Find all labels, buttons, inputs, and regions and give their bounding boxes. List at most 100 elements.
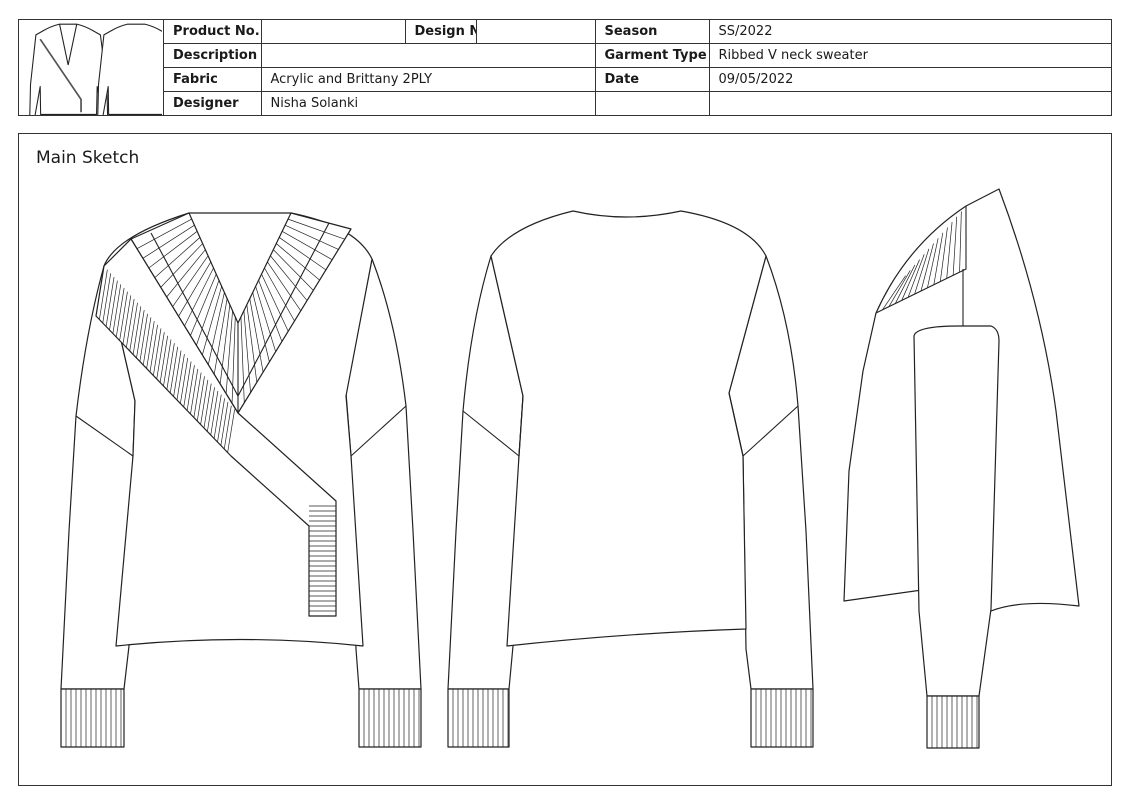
rib-line: [225, 310, 233, 394]
rib-line: [166, 343, 175, 390]
rib-line: [122, 295, 132, 345]
back-view: [447, 210, 814, 748]
rib-line: [210, 390, 219, 436]
rib-line: [284, 224, 339, 250]
rib-line: [920, 243, 934, 292]
rib-line: [952, 216, 958, 276]
rib-line: [200, 379, 209, 425]
rib-line: [115, 287, 125, 338]
rib-line: [132, 306, 142, 355]
rib-line: [196, 280, 220, 346]
spec-table: Product No. Design No. Season SS/2022 De…: [164, 20, 1111, 115]
rib-line: [258, 280, 283, 342]
rib-line: [172, 255, 209, 307]
rib-line: [193, 372, 202, 418]
rib-line: [249, 298, 264, 373]
rib-line: [129, 302, 138, 352]
rib-line: [136, 310, 145, 359]
side-view: [843, 188, 1080, 749]
rib-line: [190, 273, 217, 336]
rib-line: [149, 324, 158, 373]
rib-line: [126, 299, 135, 348]
rib-line: [148, 231, 198, 269]
rib-line: [112, 284, 122, 334]
rib-line: [279, 237, 327, 271]
rib-line: [946, 222, 953, 279]
rib-line: [190, 368, 199, 415]
rib-line: [207, 292, 225, 365]
rib-line: [939, 227, 948, 282]
rib-line: [933, 232, 944, 285]
rib-line: [136, 218, 192, 249]
rib-line: [213, 394, 222, 439]
rib-line: [264, 267, 295, 322]
designer-value: Nisha Solanki: [260, 91, 596, 115]
empty-cell: [594, 91, 710, 115]
rib-line: [99, 269, 108, 320]
rib-line: [153, 328, 162, 376]
rib-line: [159, 335, 168, 383]
rib-line: [142, 224, 195, 259]
garment-type-label: Garment Type: [594, 43, 710, 68]
thumbnail-sketch: [19, 20, 177, 131]
rib-line: [183, 361, 192, 408]
fabric-label: Fabric: [164, 67, 262, 92]
description-label: Description: [164, 43, 262, 68]
product-no-label: Product No.: [164, 20, 262, 44]
fabric-value: Acrylic and Brittany 2PLY: [260, 67, 596, 92]
garment-type-value: Ribbed V neck sweater: [708, 43, 1111, 68]
date-label: Date: [594, 67, 710, 92]
rib-line: [105, 276, 115, 327]
rib-line: [914, 248, 930, 295]
rib-line: [267, 261, 302, 311]
spec-header: Product No. Design No. Season SS/2022 De…: [18, 19, 1112, 131]
rib-line: [246, 304, 258, 383]
rib-line: [219, 304, 231, 385]
rib-line: [255, 286, 277, 352]
design-no-value: [475, 20, 596, 44]
rib-line: [160, 243, 203, 288]
rib-line: [243, 310, 251, 393]
rib-line: [203, 383, 212, 429]
rib-line: [240, 316, 245, 403]
rib-line: [888, 270, 911, 307]
season-value: SS/2022: [708, 20, 1111, 44]
front-view: [60, 212, 422, 748]
main-sketch-panel: Main Sketch: [18, 133, 1112, 786]
rib-line: [227, 409, 235, 453]
rib-line: [894, 264, 916, 304]
rib-line: [184, 267, 214, 327]
rib-line: [281, 231, 333, 260]
rib-line: [166, 249, 206, 298]
design-no-label: Design No.: [404, 20, 477, 44]
rib-line: [287, 218, 345, 240]
product-no-value: [260, 20, 406, 44]
rib-line: [220, 401, 229, 446]
designer-label: Designer: [164, 91, 262, 115]
rib-line: [231, 316, 236, 404]
rib-line: [178, 261, 212, 317]
rib-line: [119, 291, 128, 341]
rib-line: [102, 273, 112, 324]
rib-line: [907, 254, 925, 298]
rib-line: [213, 298, 228, 375]
rib-line: [207, 387, 215, 432]
rib-line: [217, 398, 225, 443]
date-value: 09/05/2022: [708, 67, 1111, 92]
season-label: Season: [594, 20, 710, 44]
empty-cell: [708, 91, 1111, 115]
rib-line: [927, 238, 939, 288]
rib-line: [196, 376, 205, 422]
rib-line: [959, 211, 962, 273]
rib-line: [270, 255, 308, 301]
rib-line: [163, 339, 172, 387]
rib-line: [901, 259, 920, 301]
rib-line: [273, 249, 314, 291]
rib-line: [173, 350, 182, 397]
rib-line: [154, 237, 201, 278]
rib-line: [180, 357, 189, 404]
rib-line: [261, 273, 289, 332]
rib-line: [156, 332, 165, 380]
rib-line: [139, 313, 148, 362]
rib-line: [223, 405, 232, 450]
